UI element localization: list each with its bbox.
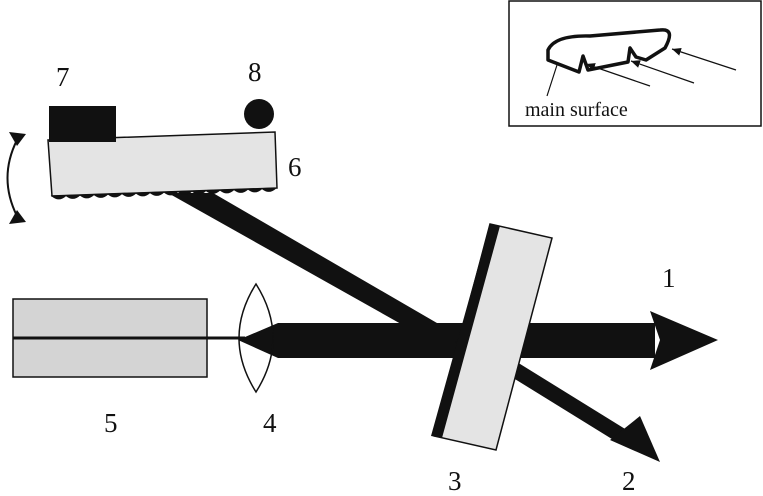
main-beam (238, 323, 655, 358)
label-ball: 8 (248, 57, 262, 87)
label-laser-diode: 5 (104, 408, 118, 438)
inset-ray-2 (630, 60, 695, 84)
feedback-beam (168, 193, 480, 356)
inset-caption: main surface (525, 99, 628, 121)
label-grating: 6 (288, 152, 302, 182)
label-reflected-beam: 2 (622, 466, 636, 496)
rotation-arrow-icon (6, 132, 26, 224)
block (49, 106, 116, 142)
ball (244, 99, 274, 129)
inset-surface-profile (546, 28, 672, 74)
label-beam-splitter: 3 (448, 466, 462, 496)
inset-leader-line (546, 64, 558, 97)
grating (47, 131, 278, 200)
inset-panel: main surface (508, 0, 762, 127)
reflected-beam-arrow (610, 416, 660, 462)
grating-teeth (50, 187, 278, 200)
laser-diode (12, 298, 245, 378)
label-output-beam: 1 (662, 263, 676, 293)
label-lens: 4 (263, 408, 277, 438)
lens (238, 282, 274, 394)
label-block: 7 (56, 62, 70, 92)
beam-splitter (431, 223, 553, 451)
inset-ray-1 (671, 48, 737, 71)
output-beam-arrow (650, 311, 718, 370)
inset-ray-3 (585, 63, 651, 87)
